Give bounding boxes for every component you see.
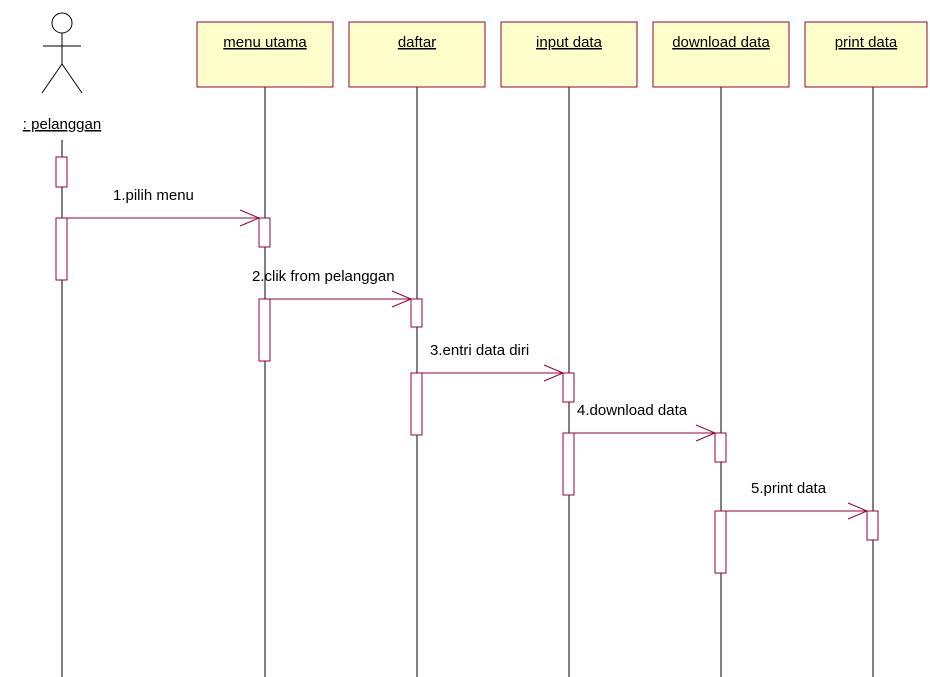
actor-left-leg [41,63,63,94]
activation-pelanggan-2 [55,217,68,281]
activation-download-data-1 [714,432,727,463]
object-box [500,21,638,88]
lifelines [61,87,874,677]
activation-menu-utama-1 [258,217,271,248]
message-1[interactable]: 1.pilih menu [67,187,261,227]
activation-print-data-1 [866,510,879,541]
object-box [804,21,928,88]
object-label: input data [536,34,603,51]
object-label: daftar [398,34,436,51]
activation-pelanggan-1 [55,156,68,188]
message-3[interactable]: 3.entri data diri [422,342,565,382]
message-5[interactable]: 5.print data [726,480,869,520]
message-4[interactable]: 4.download data [574,402,717,442]
object-box [196,21,334,88]
object-print-data[interactable]: print data [804,21,928,88]
activation-menu-utama-2 [258,298,271,362]
actor-head [51,12,73,34]
message-arrowhead [239,209,261,227]
activation-download-data-2 [714,510,727,574]
object-label: print data [835,34,898,51]
activation-daftar-1 [410,298,423,328]
message-label: 4.download data [577,402,688,419]
object-menu-utama[interactable]: menu utama [196,21,334,88]
object-box [652,21,790,88]
object-daftar[interactable]: daftar [348,21,486,88]
message-label: 3.entri data diri [430,342,529,359]
object-label: menu utama [223,34,307,51]
activation-input-data-2 [562,432,575,496]
message-label: 1.pilih menu [113,187,194,204]
message-arrowhead [391,290,413,308]
activations [55,156,879,574]
actor-right-leg [61,63,83,94]
activation-daftar-2 [410,372,423,436]
message-arrowhead [543,364,565,382]
object-input-data[interactable]: input data [500,21,638,88]
activation-input-data-1 [562,372,575,403]
object-label: download data [672,34,770,51]
message-2[interactable]: 2.clik from pelanggan [252,268,413,308]
message-label: 2.clik from pelanggan [252,268,395,285]
message-arrowhead [847,502,869,520]
object-download-data[interactable]: download data [652,21,790,88]
message-label: 5.print data [751,480,827,497]
actor-pelanggan[interactable]: : pelanggan [23,12,101,133]
actor-label: : pelanggan [23,116,101,133]
message-arrowhead [695,424,717,442]
object-box [348,21,486,88]
